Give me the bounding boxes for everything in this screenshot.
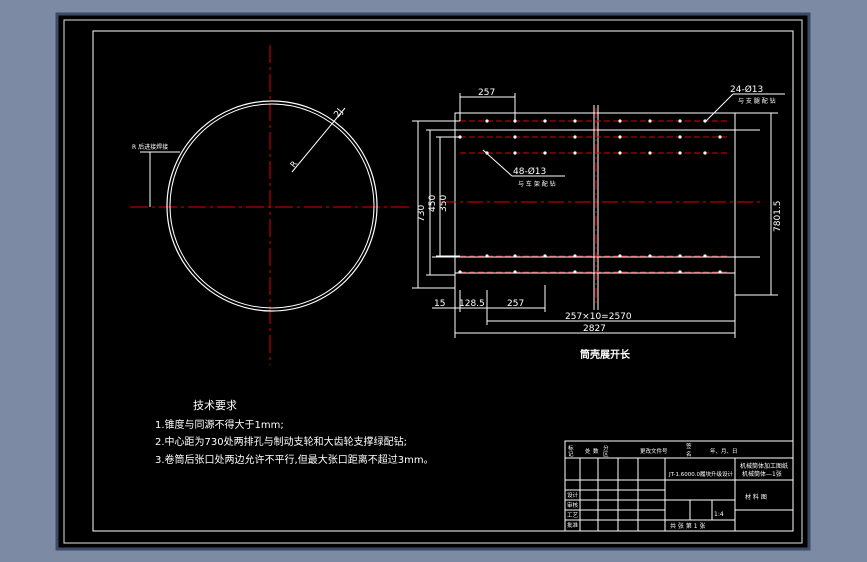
holes bbox=[458, 119, 722, 274]
tb-header-4: 分 bbox=[603, 444, 609, 452]
dim-730: 730 bbox=[417, 205, 427, 222]
dim-right-label: 7801.5 bbox=[773, 201, 783, 233]
tb-row-review: 审核 bbox=[567, 501, 579, 509]
tb-drawing-no: JT-1.6000.0履块升级设计 bbox=[668, 470, 733, 478]
title-block-header: 标 记 处 数 分 区 更改文件号 签 名 年、月、日 bbox=[568, 442, 738, 458]
dim-450: 450 bbox=[428, 195, 438, 212]
dim-top-257-label: 257 bbox=[478, 88, 495, 98]
holes-48-label: 48-Ø13 bbox=[513, 166, 546, 177]
plate-view: 257 24-Ø13 与 支 腿 配 钻 48-Ø13 与 车 架 配 钻 73… bbox=[412, 84, 785, 361]
dim-right-vertical bbox=[735, 112, 778, 296]
tb-header-2: 处 bbox=[585, 447, 591, 455]
dim-bottom-257: 257 bbox=[507, 299, 524, 309]
dim-15: 15 bbox=[434, 299, 445, 309]
tb-header-6: 更改文件号 bbox=[640, 447, 668, 455]
holes-24-note: 与 支 腿 配 钻 bbox=[738, 97, 776, 105]
tb-sheet: 共 张 第 1 张 bbox=[670, 522, 705, 530]
leader-24 bbox=[704, 93, 734, 123]
holes-24-label: 24-Ø13 bbox=[730, 84, 763, 95]
dim-350: 350 bbox=[439, 195, 449, 212]
tb-header-9: 年、月、日 bbox=[710, 447, 738, 455]
tb-header-8: 名 bbox=[686, 450, 692, 458]
radius-label: R bbox=[288, 159, 299, 169]
tech-req-heading: 技术要求 bbox=[193, 399, 237, 412]
title-block bbox=[564, 440, 794, 532]
drawing-border bbox=[92, 30, 794, 532]
radius-leader bbox=[291, 107, 346, 173]
sheet-border bbox=[63, 19, 803, 544]
tb-header-0: 标 bbox=[568, 444, 574, 452]
plate-outline bbox=[454, 112, 736, 274]
dim-total: 2827 bbox=[583, 324, 606, 334]
tb-header-5: 区 bbox=[603, 451, 609, 458]
tb-row-approve: 批准 bbox=[567, 521, 579, 529]
tech-req-item-3: 3.卷筒后张口处两边允许不平行,但最大张口距离不超过3mm。 bbox=[155, 453, 434, 466]
plate-view-title: 筒壳展开长 bbox=[580, 348, 631, 361]
leader-48 bbox=[482, 149, 513, 177]
shell-outer-circle bbox=[166, 100, 378, 312]
tech-req-item-1: 1.锥度与同源不得大于1mm; bbox=[155, 418, 284, 431]
tech-req-item-2: 2.中心距为730处两排孔与制动支轮和大齿轮支撑绿配钻; bbox=[155, 435, 407, 448]
circle-view: R 2J R 后进接焊接 bbox=[130, 45, 410, 365]
tb-subtitle: 机械筒体—1张 bbox=[742, 470, 782, 478]
tb-header-1: 记 bbox=[568, 451, 574, 458]
title-block-text: JT-1.6000.0履块升级设计 机械筒体加工图纸 机械筒体—1张 材 料 图… bbox=[567, 462, 788, 530]
dim-128-5: 128.5 bbox=[459, 299, 485, 309]
outer-frame bbox=[55, 12, 811, 551]
holes-48-note: 与 车 架 配 钻 bbox=[518, 180, 556, 188]
dim-pitch: 257×10=2570 bbox=[565, 312, 632, 322]
tb-title: 机械筒体加工图纸 bbox=[740, 462, 788, 470]
tb-scale: 1:4 bbox=[714, 511, 724, 518]
tech-requirements: 技术要求 1.锥度与同源不得大于1mm; 2.中心距为730处两排孔与制动支轮和… bbox=[155, 399, 434, 466]
dim-bottom-lines bbox=[432, 273, 736, 338]
tb-header-3: 数 bbox=[593, 447, 599, 455]
tb-material: 材 料 图 bbox=[745, 493, 767, 501]
weld-note: R 后进接焊接 bbox=[132, 143, 168, 151]
tb-header-7: 签 bbox=[686, 442, 692, 450]
dim-top-257 bbox=[459, 93, 516, 121]
tb-row-process: 工艺 bbox=[567, 512, 579, 519]
dim-left-verticals bbox=[412, 120, 460, 289]
shell-inner-circle bbox=[169, 103, 375, 309]
tb-row-design: 设计 bbox=[567, 491, 579, 499]
